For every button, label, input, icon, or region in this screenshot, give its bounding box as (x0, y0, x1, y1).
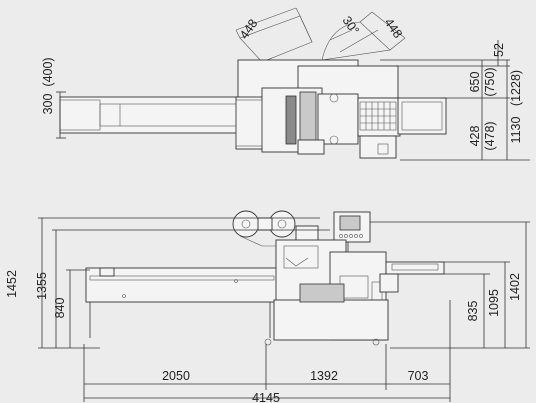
dim-upper-width-alt: (750) (483, 67, 497, 96)
dim-film-arm-angle: 30° (340, 14, 362, 38)
side-view-bottom-dims (83, 300, 451, 402)
side-view: 1452 1355 840 835 1095 1402 2050 1392 70… (5, 210, 530, 403)
control-panel (333, 211, 371, 252)
dim-roll-height: 1355 (35, 272, 49, 300)
dim-film-arm-right: 448 (382, 16, 405, 41)
dim-total-height: 1452 (5, 270, 19, 298)
dim-outfeed-height: 835 (466, 301, 480, 322)
dim-body-length: 1392 (310, 369, 338, 383)
dim-outfeed-length: 703 (408, 369, 429, 383)
dim-lower-width-alt: (478) (483, 121, 497, 150)
dim-infeed-width: 300 (41, 94, 55, 115)
dim-upper-width: 650 (468, 72, 482, 93)
side-view-left-dims (38, 217, 330, 349)
top-view-right-dims (380, 40, 530, 161)
top-view: 448 30° 448 (41, 7, 530, 161)
grid-panel (359, 101, 397, 131)
dim-total-width: 1130 (509, 117, 523, 144)
top-view-left-dims (56, 91, 66, 139)
dim-lower-width: 428 (468, 126, 482, 147)
dim-infeed-width-alt: (400) (41, 57, 55, 86)
side-view-right-dims (370, 221, 530, 349)
dim-top-offset: 52 (492, 43, 506, 57)
dim-total-length: 4145 (252, 391, 280, 403)
top-view-body (59, 59, 447, 159)
machine-frame (85, 239, 445, 346)
dim-infeed-length: 2050 (162, 369, 190, 383)
film-roll-holders (235, 7, 406, 63)
dim-outfeed-top: 1095 (487, 289, 501, 317)
dim-panel-height: 1402 (508, 273, 522, 301)
dim-infeed-height: 840 (53, 298, 67, 319)
dim-total-width-alt: (1228) (509, 70, 523, 106)
